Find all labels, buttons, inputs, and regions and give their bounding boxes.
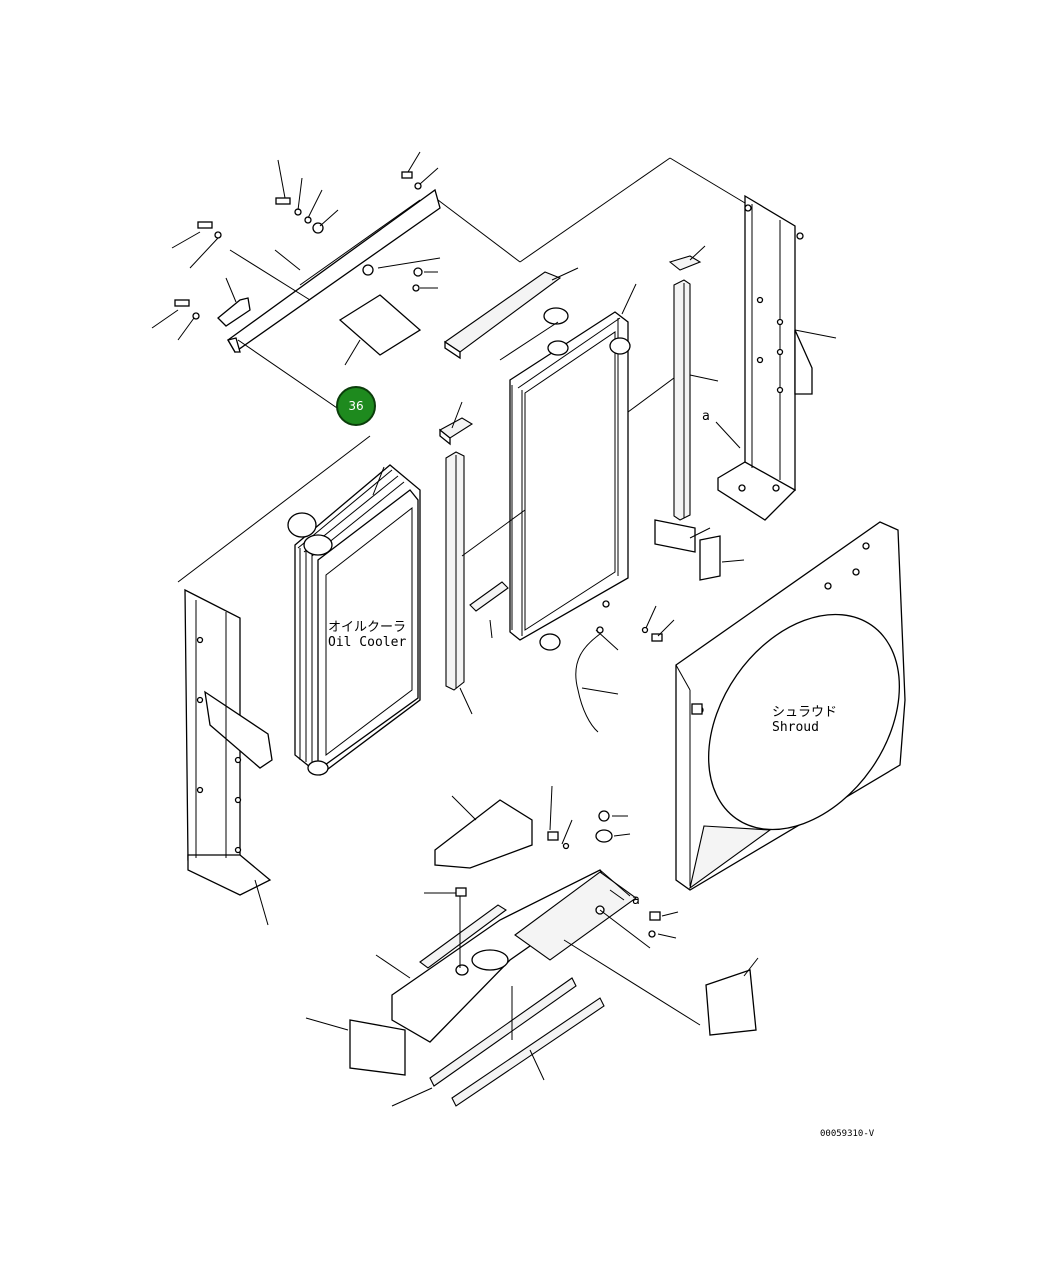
bottom-hose [575, 605, 675, 733]
left-seal-strips [439, 401, 509, 715]
shroud [675, 521, 906, 891]
top-bracket-assembly [151, 151, 751, 411]
highlight-badge-36[interactable]: 36 [336, 386, 376, 426]
right-seal-strips [654, 245, 745, 581]
bottom-mount-assembly [305, 785, 759, 1107]
callout-a-bottom: a [632, 893, 640, 908]
shroud-jp-label: シュラウド [772, 705, 837, 720]
right-upright-support [715, 194, 837, 521]
radiator [461, 283, 679, 651]
drawing-code: 00059310-V [820, 1129, 875, 1139]
callout-a-top: a [702, 409, 710, 424]
badge-number: 36 [348, 399, 363, 413]
shroud-en-label: Shroud [772, 720, 819, 735]
top-seal-strip [444, 267, 579, 360]
oil-cooler-en-label: Oil Cooler [328, 635, 406, 650]
oil-cooler [287, 464, 421, 776]
left-upright-support [184, 588, 273, 926]
oil-cooler-jp-label: オイルクーラ [328, 620, 406, 635]
